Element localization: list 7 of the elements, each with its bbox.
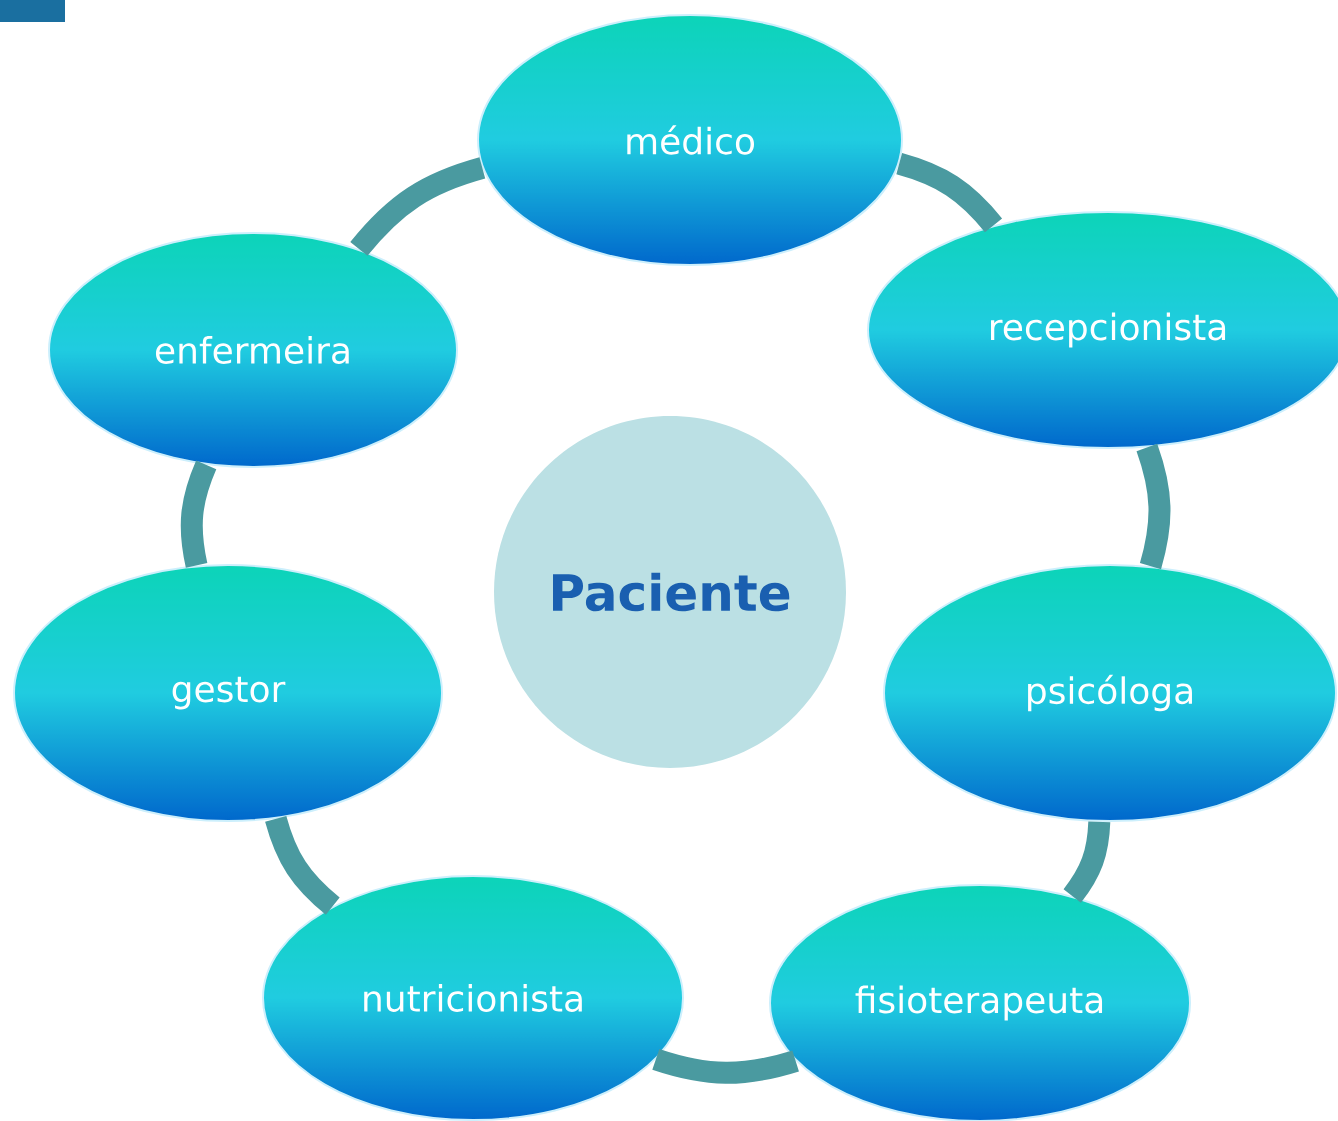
ring-connector bbox=[652, 1048, 799, 1084]
ring-connector bbox=[350, 157, 486, 256]
ring-connector bbox=[265, 815, 340, 915]
ring-connector bbox=[1136, 443, 1171, 569]
ring-connector bbox=[896, 153, 1002, 233]
ring-connector bbox=[1063, 821, 1111, 903]
ring-connector bbox=[180, 460, 217, 568]
